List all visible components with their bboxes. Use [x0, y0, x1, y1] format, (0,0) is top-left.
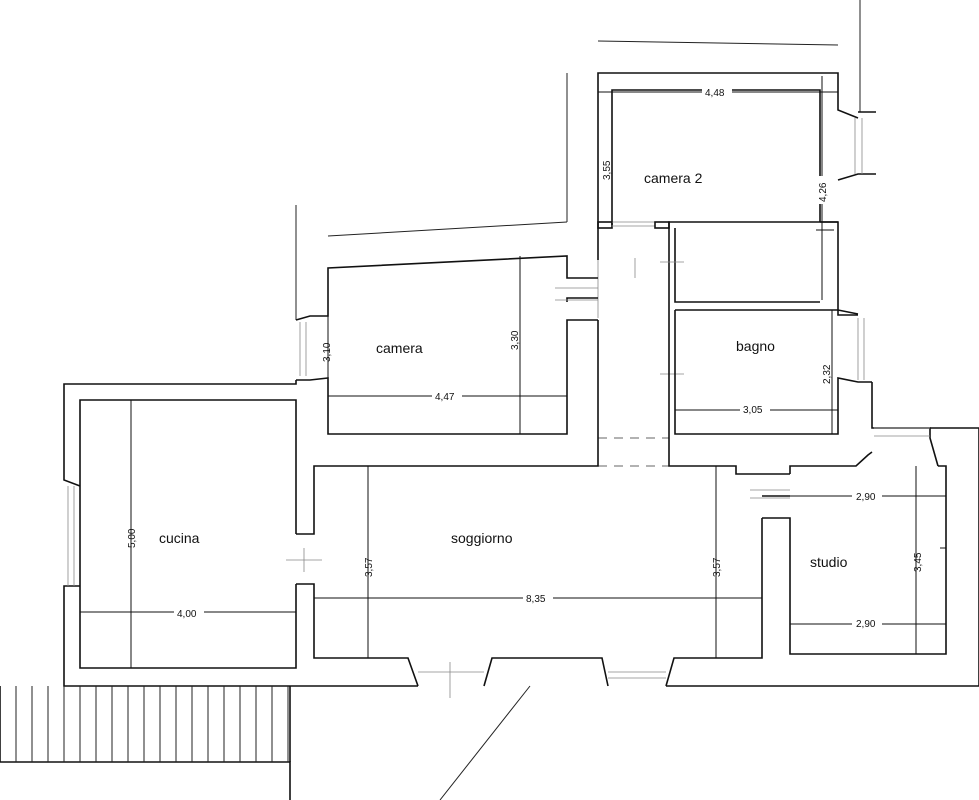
- dim-soggiorno-height-left: 3,57: [364, 557, 375, 577]
- dim-camera-height-left: 3,10: [322, 342, 333, 362]
- room-camera: [295, 255, 598, 435]
- dim-cucina-height: 5,00: [127, 528, 138, 548]
- dim-soggiorno-height-right: 3,57: [712, 557, 723, 577]
- label-camera2: camera 2: [644, 170, 703, 186]
- label-camera: camera: [376, 340, 423, 356]
- dim-bagno-width: 3,05: [743, 405, 763, 416]
- dim-soggiorno-width: 8,35: [526, 594, 546, 605]
- dim-bagno-height: 2,32: [822, 364, 833, 384]
- room-soggiorno: [286, 320, 763, 698]
- dim-camera2-width: 4,48: [705, 88, 725, 99]
- dim-camera-width: 4,47: [435, 392, 455, 403]
- room-camera2: [597, 72, 876, 316]
- label-studio: studio: [810, 554, 848, 570]
- dim-studio-width-top: 2,90: [856, 492, 876, 503]
- dim-cucina-width: 4,00: [177, 609, 197, 620]
- label-cucina: cucina: [159, 530, 200, 546]
- room-cucina: [63, 380, 418, 687]
- dim-camera2-height-left: 3,55: [602, 160, 613, 180]
- room-studio: [666, 427, 979, 687]
- dim-studio-height: 3,45: [913, 552, 924, 572]
- site-lines: [295, 0, 861, 320]
- corridor: [597, 258, 684, 467]
- label-soggiorno: soggiorno: [451, 530, 513, 546]
- room-bagno: [668, 302, 939, 475]
- dim-studio-width-bottom: 2,90: [856, 619, 876, 630]
- label-bagno: bagno: [736, 338, 775, 354]
- stairs: [0, 685, 531, 800]
- dimension-lines: [80, 76, 946, 668]
- dim-camera-height-right: 3,30: [510, 330, 521, 350]
- dim-camera2-height-right: 4,26: [818, 182, 829, 202]
